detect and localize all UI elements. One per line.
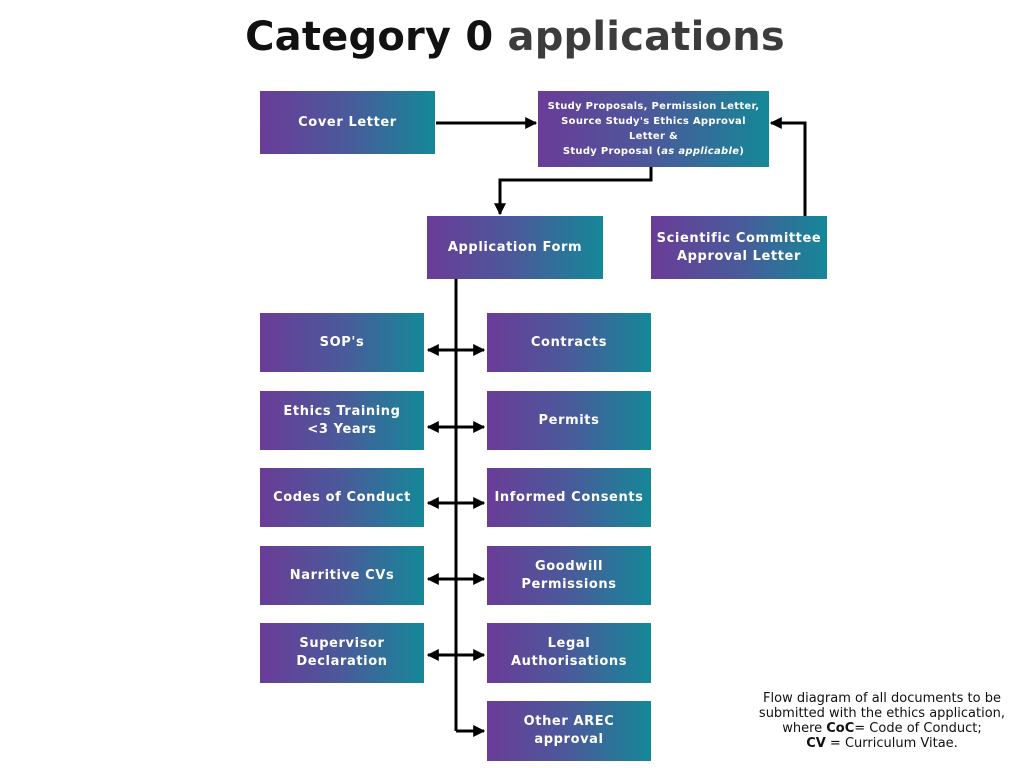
sops-label: SOP's [319,334,365,350]
title-part1: Category 0 [245,14,494,60]
study-proposals-line3-pre: Study Proposal ( [562,146,662,157]
ethics-training-line1: Ethics Training [283,403,401,419]
codes-of-conduct-label: Codes of Conduct [273,489,411,505]
study-proposals-line3-post: ) [739,146,745,157]
legal-authorisations-label: Legal Authorisations [510,636,628,669]
caption-line1: Flow diagram of all documents to be [763,691,1001,706]
caption-line4: CV = Curriculum Vitae. [744,736,1020,751]
figure-caption: Flow diagram of all documents to be subm… [744,691,1020,751]
supervisor-declaration-label: Supervisor Declaration [296,636,388,669]
box-cover-letter: Cover Letter [260,91,435,154]
box-contracts: Contracts [487,313,651,372]
box-permits: Permits [487,391,651,450]
ethics-training-line2: <3 Years [307,421,377,437]
other-arec-approval-label: Other AREC approval [523,714,615,747]
box-goodwill-permissions: Goodwill Permissions [487,546,651,605]
box-informed-consents: Informed Consents [487,468,651,527]
box-legal-authorisations: Legal Authorisations [487,623,651,683]
study-proposals-line1: Study Proposals, Permission Letter, [547,101,760,112]
box-application-form: Application Form [427,216,603,279]
arrow-proposals-to-form [494,167,653,216]
goodwill-permissions-label: Goodwill Permissions [521,558,617,592]
permits-label: Permits [538,412,600,428]
study-proposals-line3: Study Proposal (as applicable) [542,144,765,159]
box-sops: SOP's [260,313,424,372]
box-codes-of-conduct: Codes of Conduct [260,468,424,527]
box-scientific-committee: Scientific Committee Approval Letter [651,216,827,279]
box-ethics-training: Ethics Training <3 Years [260,391,424,450]
narritive-cvs-label: Narritive CVs [289,567,395,583]
study-proposals-line2: Source Study's Ethics Approval Letter & [561,116,746,142]
page-title: Category 0 applications [0,14,1024,60]
box-study-proposals: Study Proposals, Permission Letter, Sour… [538,91,769,167]
study-proposals-line3-em: as applicable [661,146,740,157]
caption-line3-pre: where [782,721,827,736]
arrow-committee-to-proposals [769,117,807,216]
cover-letter-label: Cover Letter [298,114,397,130]
box-supervisor-declaration: Supervisor Declaration [260,623,424,683]
caption-line2: submitted with the ethics application, [758,706,1006,721]
scientific-committee-line2: Approval Letter [676,248,801,264]
box-narritive-cvs: Narritive CVs [260,546,424,605]
box-other-arec-approval: Other AREC approval [487,701,651,761]
title-part2: applications [507,14,785,60]
application-form-label: Application Form [447,239,583,255]
caption-coc: CoC [826,721,855,736]
informed-consents-label: Informed Consents [494,489,644,505]
caption-line3: where CoC= Code of Conduct; [744,721,1020,736]
caption-cv: CV [806,736,826,751]
caption-line3-post: = Code of Conduct; [854,721,982,736]
scientific-committee-line1: Scientific Committee [656,230,822,246]
caption-line4-post: = Curriculum Vitae. [825,736,958,751]
contracts-label: Contracts [530,334,608,350]
